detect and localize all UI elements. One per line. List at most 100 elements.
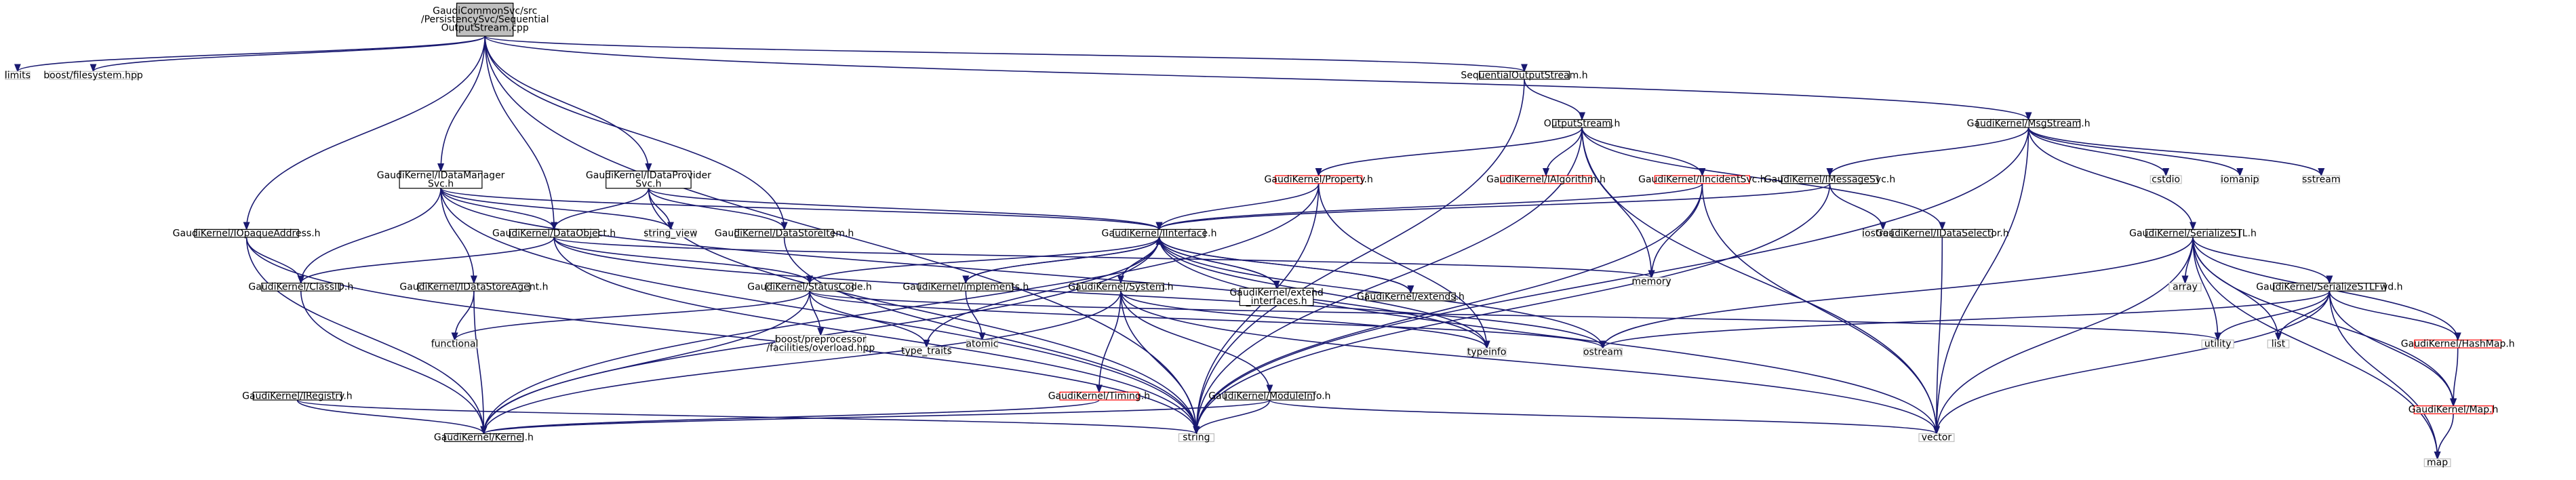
node-implements-box[interactable] — [918, 283, 1014, 292]
node-datastoreitem[interactable]: GaudiKernel/DataStoreItem.h — [715, 228, 854, 239]
edge-property-to-iinterface — [1160, 183, 1320, 230]
node-iopaque-box[interactable] — [194, 228, 299, 238]
node-hashmap[interactable]: GaudiKernel/HashMap.h — [2401, 339, 2515, 350]
node-hashmap-box[interactable] — [2414, 339, 2502, 348]
node-classid-box[interactable] — [261, 283, 341, 292]
node-datastoreitem-label: GaudiKernel/DataStoreItem.h — [715, 228, 854, 239]
node-sstream: sstream — [2302, 174, 2340, 185]
node-system[interactable]: GaudiKernel/System.h — [1068, 282, 1173, 293]
node-kernel-box[interactable] — [443, 433, 523, 442]
node-statuscode[interactable]: GaudiKernel/StatusCode.h — [747, 282, 872, 293]
node-sstream-box — [2302, 175, 2341, 184]
node-iincident-box[interactable] — [1654, 175, 1750, 184]
edge-statuscode-to-typetraits — [809, 291, 926, 347]
edge-iopaque-to-kernel — [245, 237, 484, 434]
node-extends-box[interactable] — [1366, 292, 1456, 302]
node-datastoreitem-box[interactable] — [734, 228, 834, 238]
node-serializestlfwd[interactable]: GaudiKernel/SerializeSTLFwd.h — [2256, 282, 2402, 293]
node-serializestl-box[interactable] — [2145, 228, 2240, 238]
node-outputstream-box[interactable] — [1552, 119, 1612, 128]
node-cstdio-box — [2149, 175, 2182, 184]
node-extends[interactable]: GaudiKernel/extends.h — [1357, 292, 1465, 302]
node-timing[interactable]: GaudiKernel/Timing.h — [1048, 391, 1150, 401]
node-idatasel-box[interactable] — [1891, 228, 1994, 238]
node-root: GaudiCommonSvc/src/PersistencySvc/Sequen… — [421, 2, 549, 37]
node-timing-box[interactable] — [1059, 391, 1139, 401]
node-seqos-box[interactable] — [1479, 71, 1570, 80]
node-irregistry-label: GaudiKernel/IRegistry.h — [242, 391, 353, 401]
node-imessage-box[interactable] — [1781, 175, 1879, 184]
node-typetraits-label: type_traits — [901, 346, 952, 357]
node-classid[interactable]: GaudiKernel/ClassID.h — [248, 282, 353, 293]
node-idatamgr-box[interactable] — [399, 170, 483, 189]
edge-hashmap-to-gkmap — [2453, 348, 2459, 406]
node-kernel[interactable]: GaudiKernel/Kernel.h — [434, 433, 534, 443]
edge-idatamgr-to-string — [440, 188, 1196, 434]
edge-outputstream-to-iincident — [1581, 127, 1702, 176]
node-boostfs: boost/filesystem.hpp — [43, 70, 143, 81]
node-dataobject[interactable]: GaudiKernel/DataObject.h — [492, 228, 616, 239]
node-functional-label: functional — [431, 339, 479, 350]
edge-datastoreitem-to-string — [783, 237, 1197, 434]
edge-serializestlfwd-to-utility — [2218, 291, 2331, 340]
node-dataobject-box[interactable] — [509, 228, 599, 238]
node-timing-label: GaudiKernel/Timing.h — [1048, 391, 1150, 401]
node-property-box[interactable] — [1275, 175, 1363, 184]
node-extends-label: GaudiKernel/extends.h — [1357, 292, 1465, 302]
node-idatastoreagent-box[interactable] — [418, 283, 530, 292]
edge-msgstream-to-vector — [1937, 127, 2029, 434]
node-outputstream[interactable]: OutputStream.h — [1544, 118, 1621, 129]
node-implements[interactable]: GaudiKernel/implements.h — [903, 282, 1029, 293]
node-ialgorithm[interactable]: GaudiKernel/IAlgorithm.h — [1486, 174, 1606, 185]
edge-dataobject-to-classid — [301, 237, 555, 283]
node-extendintf[interactable]: GaudiKernel/extend_interfaces.h — [1229, 287, 1323, 307]
edge-timing-to-kernel — [483, 399, 1100, 435]
node-typeinfo: typeinfo — [1467, 347, 1507, 358]
edge-dataobject-to-statuscode — [553, 237, 810, 283]
node-statuscode-box[interactable] — [766, 283, 854, 292]
node-gkmap-box[interactable] — [2413, 405, 2493, 414]
node-msgstream-box[interactable] — [1977, 119, 2081, 128]
node-ialgorithm-box[interactable] — [1500, 175, 1592, 184]
edge-extendintf-to-iinterface — [1160, 237, 1277, 289]
node-property[interactable]: GaudiKernel/Property.h — [1265, 174, 1373, 185]
edge-moduleinfo-to-kernel — [483, 399, 1271, 435]
node-extendintf-box[interactable] — [1239, 287, 1314, 306]
edge-idataprov-to-dataobject — [554, 188, 650, 230]
node-extendintf-label: _interfaces.h — [1246, 296, 1307, 306]
edge-iincident-to-vector — [1701, 183, 1937, 434]
node-idatasel[interactable]: GaudiKernel/IDataSelector.h — [1876, 228, 2009, 239]
node-iinterface-box[interactable] — [1113, 228, 1206, 238]
node-moduleinfo-label: GaudiKernel/ModuleInfo.h — [1208, 391, 1330, 401]
node-serializestlfwd-box[interactable] — [2273, 283, 2386, 292]
edge-msgstream-to-cstdio — [2027, 127, 2166, 176]
edge-idataprov-to-datastoreitem — [648, 188, 784, 230]
node-iincident[interactable]: GaudiKernel/IIncidentSvc.h — [1638, 174, 1766, 185]
node-iinterface[interactable]: GaudiKernel/IInterface.h — [1102, 228, 1217, 239]
node-boostpp-label: boost/preprocessor — [775, 334, 867, 345]
node-moduleinfo[interactable]: GaudiKernel/ModuleInfo.h — [1208, 391, 1330, 401]
node-iopaque[interactable]: GaudiKernel/IOpaqueAddress.h — [173, 228, 321, 239]
node-typeinfo-label: typeinfo — [1467, 347, 1507, 358]
node-moduleinfo-box[interactable] — [1224, 391, 1315, 401]
node-stringview-label: string_view — [643, 228, 697, 239]
edge-serializestlfwd-to-ostream — [1603, 290, 2331, 348]
node-system-box[interactable] — [1077, 283, 1164, 292]
edge-root-to-datastoreitem — [484, 36, 784, 229]
edge-system-to-moduleinfo — [1120, 291, 1270, 392]
edge-seqos-to-outputstream — [1524, 79, 1582, 120]
node-idatastoreagent[interactable]: GaudiKernel/IDataStoreAgent.h — [399, 282, 548, 293]
node-msgstream[interactable]: GaudiKernel/MsgStream.h — [1967, 118, 2090, 129]
node-seqos[interactable]: SequentialOutputStream.h — [1461, 70, 1587, 81]
node-serializestl[interactable]: GaudiKernel/SerializeSTL.h — [2129, 228, 2257, 239]
edge-idatamgr-to-idatastoreagent — [440, 188, 474, 283]
edge-system-to-typeinfo — [1120, 290, 1487, 348]
node-irregistry[interactable]: GaudiKernel/IRegistry.h — [242, 391, 353, 401]
node-idataprov-box[interactable] — [606, 170, 692, 189]
node-gkmap[interactable]: GaudiKernel/Map.h — [2409, 405, 2499, 416]
node-imessage[interactable]: GaudiKernel/IMessageSvc.h — [1764, 174, 1895, 185]
node-array: array — [2168, 282, 2202, 293]
node-irregistry-box[interactable] — [252, 391, 342, 401]
